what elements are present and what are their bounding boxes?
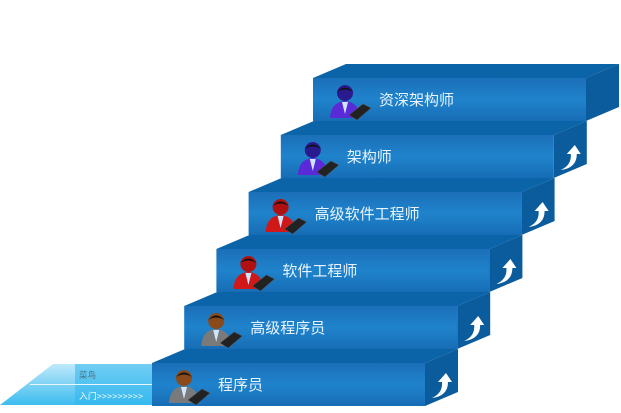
- step-label: 软件工程师: [282, 262, 357, 280]
- up-arrow-icon: [496, 259, 517, 284]
- step-side-face: [521, 178, 555, 235]
- programmer-person-icon: [201, 313, 243, 349]
- step-5: 资深架构师: [313, 64, 619, 121]
- step-top-face: [184, 292, 491, 306]
- entry-bottom-label: 入门>>>>>>>>>: [79, 391, 143, 401]
- step-side-face: [553, 121, 587, 178]
- step-label: 资深架构师: [379, 91, 454, 109]
- step-label: 程序员: [218, 376, 263, 394]
- step-side-face: [489, 235, 523, 292]
- up-arrow-icon: [464, 316, 485, 341]
- up-arrow-icon: [560, 145, 581, 170]
- step-top-face: [152, 349, 458, 363]
- step-top-face: [248, 178, 555, 192]
- engineer-person-icon: [233, 256, 275, 292]
- step-top-face: [280, 121, 587, 135]
- step-label: 高级程序员: [250, 319, 325, 337]
- up-arrow-icon: [432, 373, 452, 398]
- step-top-face: [313, 64, 619, 78]
- programmer-person-icon: [169, 370, 211, 406]
- step-2: 软件工程师: [216, 235, 523, 292]
- step-side-face: [425, 349, 458, 406]
- step-top-face: [216, 235, 523, 249]
- step-3: 高级软件工程师: [248, 178, 555, 235]
- step-1: 高级程序员: [184, 292, 491, 349]
- entry-ramp: 菜鸟 入门>>>>>>>>>: [0, 364, 152, 405]
- entry-top-label: 菜鸟: [79, 370, 96, 380]
- step-0: 程序员: [152, 349, 458, 406]
- step-label: 高级软件工程师: [315, 205, 420, 223]
- architect-person-icon: [330, 85, 372, 121]
- step-side-face: [457, 292, 491, 349]
- step-4: 架构师: [280, 121, 587, 178]
- up-arrow-icon: [528, 202, 549, 227]
- engineer-person-icon: [265, 199, 308, 235]
- step-label: 架构师: [347, 148, 392, 166]
- architect-person-icon: [297, 142, 340, 178]
- step-side-face: [586, 64, 619, 121]
